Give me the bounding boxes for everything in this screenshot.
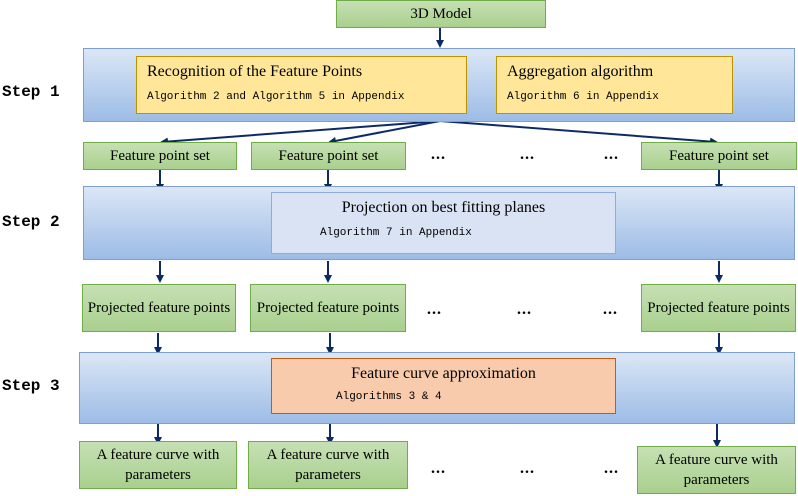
feature-curve-2: A feature curve with parameters [248,441,408,489]
ellipsis: ... [604,460,619,477]
ellipsis: ... [431,460,446,477]
curve-approximation-algorithm: Algorithms 3 & 4 [336,391,442,403]
curve-approximation-box: Feature curve approximation Algorithms 3… [271,358,616,414]
aggregation-box: Aggregation algorithm Algorithm 6 in App… [496,56,733,114]
aggregation-algorithm: Algorithm 6 in Appendix [507,91,659,103]
recognition-title: Recognition of the Feature Points [147,63,363,80]
projected-points-2: Projected feature points [250,284,406,332]
ellipsis: ... [604,146,619,163]
step-3-label: Step 3 [2,377,60,395]
feature-curve-3: A feature curve with parameters [637,446,796,494]
recognition-box: Recognition of the Feature Points Algori… [136,56,467,114]
ellipsis: ... [603,301,618,318]
arrow-fanout-2 [328,120,441,145]
arrow-fanout-3 [439,120,718,146]
ellipsis: ... [517,301,532,318]
projected-points-1: Projected feature points [82,284,236,332]
projection-box: Projection on best fitting planes Algori… [271,192,616,254]
arrow-fanout-1 [160,120,441,146]
feature-point-set-1: Feature point set [83,142,237,170]
ellipsis: ... [427,301,442,318]
ellipsis: ... [520,460,535,477]
projected-points-3: Projected feature points [641,284,796,332]
ellipsis: ... [431,146,446,163]
projection-title: Projection on best fitting planes [341,199,546,216]
model-label: 3D Model [410,6,472,22]
model-box: 3D Model [336,0,546,28]
recognition-algorithm: Algorithm 2 and Algorithm 5 in Appendix [147,91,405,103]
feature-curve-1: A feature curve with parameters [79,441,237,489]
curve-approximation-title: Feature curve approximation [351,365,536,382]
step-2-label: Step 2 [2,213,60,231]
feature-point-set-3: Feature point set [641,142,797,170]
feature-point-set-2: Feature point set [251,142,406,170]
aggregation-title: Aggregation algorithm [507,63,654,80]
step-1-label: Step 1 [2,83,60,101]
ellipsis: ... [520,146,535,163]
projection-algorithm: Algorithm 7 in Appendix [320,227,472,239]
